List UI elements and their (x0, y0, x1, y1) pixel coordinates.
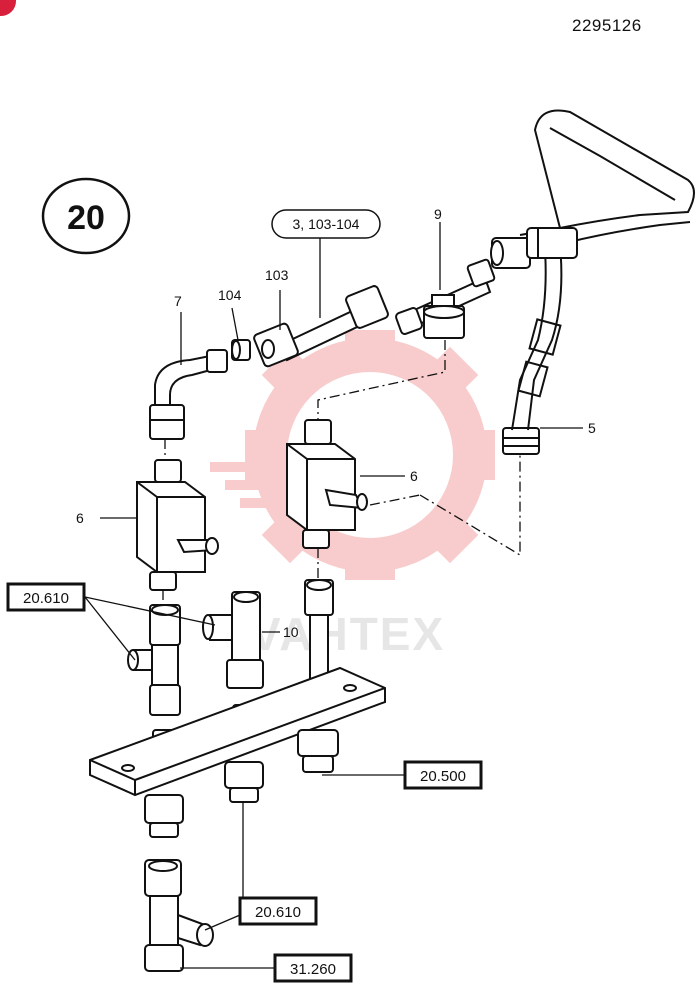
callout-part-5: 5 (588, 420, 596, 436)
document-number: 2295126 (572, 16, 642, 35)
block-part-6-right (286, 419, 368, 549)
tube-part-103 (253, 285, 389, 368)
tee-fitting-left (127, 604, 181, 751)
ref-box-lower-text: 20.610 (255, 904, 301, 921)
callout-part-7: 7 (174, 293, 182, 309)
leader-lines (84, 222, 583, 969)
callout-part-10: 10 (283, 624, 299, 640)
ref-box-lower: 20.610 (238, 896, 318, 926)
block-part-6-left (136, 459, 219, 591)
tee-fitting-part-9 (395, 258, 496, 339)
hose-assembly (502, 109, 695, 455)
lower-connectors (144, 729, 339, 838)
section-number: 20 (67, 199, 105, 237)
watermark-gear-icon (210, 330, 495, 580)
watermark-text: VAHTEX (250, 608, 445, 660)
callout-ref-3: 3, 103-104 (271, 209, 381, 239)
ref-box-bottom: 31.260 (273, 953, 353, 983)
ref-box-middle-right-text: 20.500 (420, 768, 466, 785)
elbow-part-7 (149, 349, 228, 440)
ref-box-top-left-text: 20.610 (23, 590, 69, 607)
callout-part-104: 104 (218, 287, 242, 303)
manifold-plate (89, 666, 386, 797)
ref-box-top-left: 20.610 (6, 582, 86, 612)
callout-part-103: 103 (265, 267, 289, 283)
ref-box-bottom-text: 31.260 (290, 961, 336, 978)
hose-end-fitting (490, 227, 578, 269)
washer-part-104 (231, 339, 251, 361)
callout-part-6-right: 6 (410, 468, 418, 484)
center-lines (162, 340, 521, 605)
section-badge: 20 (41, 177, 131, 255)
callout-part-9: 9 (434, 206, 442, 222)
bottom-tee (144, 859, 214, 972)
ref-box-middle-right: 20.500 (403, 760, 483, 790)
callout-part-6-left: 6 (76, 510, 84, 526)
callout-ref-3-text: 3, 103-104 (293, 216, 360, 232)
